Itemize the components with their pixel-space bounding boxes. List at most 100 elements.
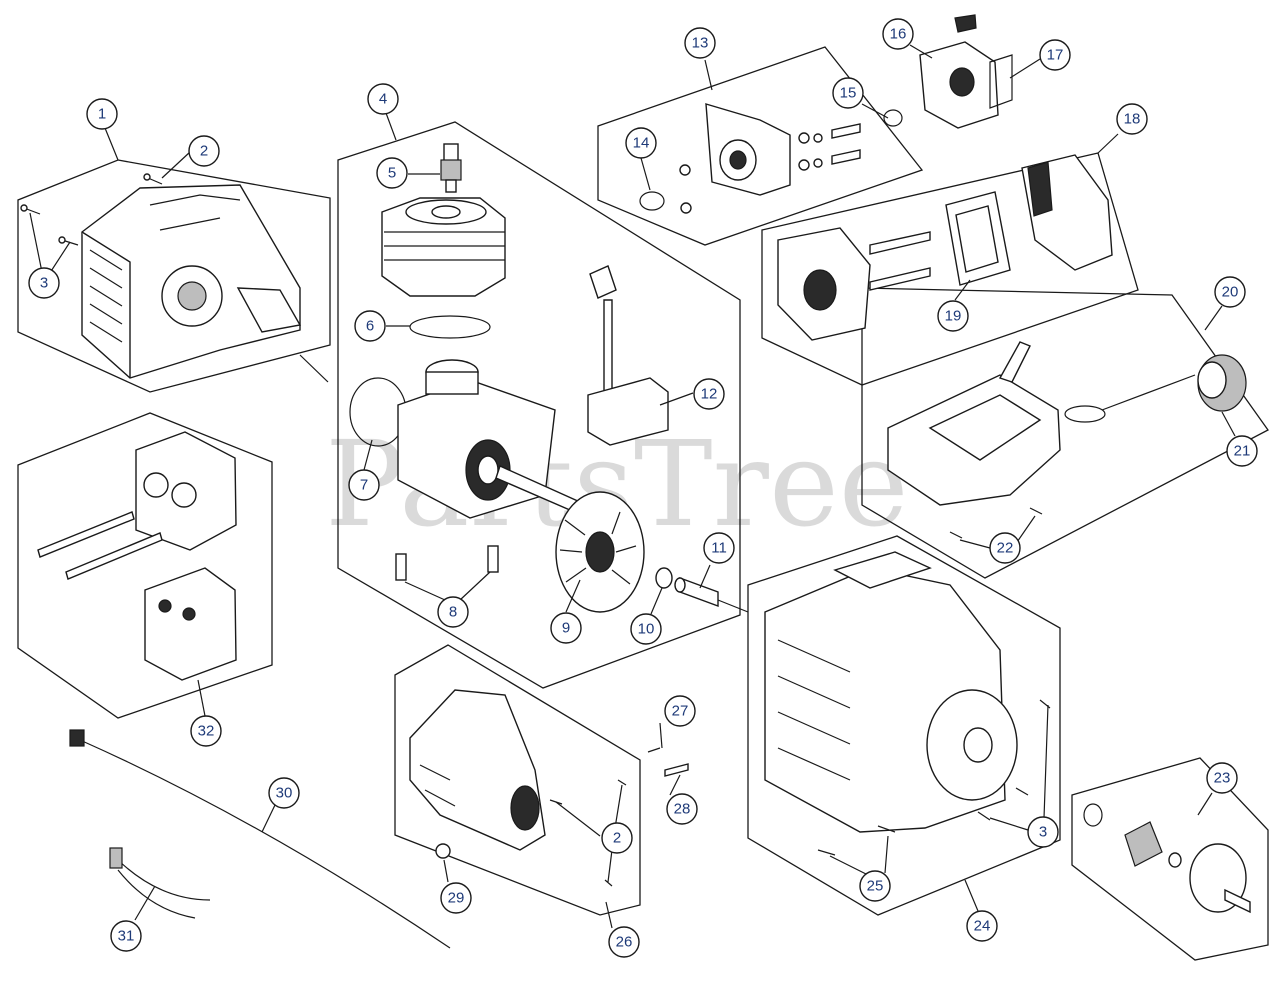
svg-text:20: 20 [1222,284,1239,301]
panel-starter [747,535,1061,916]
svg-text:15: 15 [840,85,857,102]
ignition-module [587,265,669,446]
washer [655,567,673,589]
callout-1: 1 [86,98,118,130]
svg-text:21: 21 [1234,443,1251,460]
panel-fuel-tank [861,287,1269,579]
wire-harness [109,847,211,919]
svg-text:23: 23 [1214,770,1231,787]
spark-plug [440,143,462,193]
flywheel [555,491,645,613]
svg-text:31: 31 [118,928,135,945]
cylinder [381,197,506,297]
callout-25: 25 [859,870,891,902]
callout-10: 10 [630,613,662,645]
throttle-cable [69,729,451,949]
callout-6: 6 [354,310,386,342]
svg-text:26: 26 [616,934,633,951]
callout-13: 13 [684,27,716,59]
cylinder-gasket [409,315,491,339]
callout-7: 7 [348,469,380,501]
callout-12: 12 [693,378,725,410]
air-filter-bolts [869,231,931,291]
leader-lines [29,44,1236,929]
callout-15: 15 [832,77,864,109]
fuel-cap-tether [1101,374,1196,411]
svg-text:2: 2 [200,143,208,160]
callout-20: 20 [1214,276,1246,308]
svg-text:10: 10 [638,621,655,638]
callout-19: 19 [937,300,969,332]
callout-21: 21 [1226,435,1258,467]
svg-text:2: 2 [613,830,621,847]
svg-text:30: 30 [276,785,293,802]
fuel-cap-gasket [1064,405,1106,423]
air-filter-element [945,191,1011,286]
clutch-assembly [1083,803,1251,914]
carburetor [919,14,999,129]
svg-text:11: 11 [711,540,727,557]
callout-16: 16 [882,18,914,50]
bolts-engine [395,545,499,581]
svg-text:3: 3 [40,275,48,292]
svg-text:14: 14 [633,135,650,152]
air-filter-cover [1021,154,1113,271]
svg-text:27: 27 [672,703,689,720]
shaft-line [717,599,749,613]
panel-intake [597,46,924,246]
screws-shroud [20,173,163,246]
callout-9: 9 [550,612,582,644]
panel-shroud [17,159,331,393]
air-filter-base [777,227,871,341]
tank-screws [949,507,1043,539]
svg-text:4: 4 [379,91,387,108]
muffler-body [144,567,237,681]
svg-text:25: 25 [867,878,884,895]
callout-18: 18 [1116,103,1148,135]
callout-3-right: 3 [1027,816,1059,848]
svg-text:16: 16 [890,26,907,43]
panel-fan-housing [394,644,641,916]
svg-text:24: 24 [974,918,991,935]
svg-text:32: 32 [198,723,215,740]
svg-text:18: 18 [1124,111,1141,128]
svg-text:17: 17 [1047,47,1064,64]
intake-hardware [639,109,903,214]
callout-11: 11 [703,532,735,564]
callout-31: 31 [110,920,142,952]
svg-text:19: 19 [945,308,962,325]
intake-manifold [705,103,791,196]
callout-5: 5 [376,157,408,189]
muffler-bolts [37,511,163,580]
svg-text:8: 8 [449,604,457,621]
muffler-heat-shield [135,431,237,551]
fuel-cap [1197,354,1247,412]
callout-4: 4 [367,83,399,115]
callout-32: 32 [190,715,222,747]
svg-text:7: 7 [360,477,368,494]
svg-text:28: 28 [674,801,691,818]
panel-clutch [1071,757,1269,961]
svg-text:5: 5 [388,165,396,182]
svg-text:29: 29 [448,890,465,907]
svg-text:9: 9 [562,620,570,637]
fuel-tank [887,341,1061,506]
panel-muffler [17,412,273,719]
callout-2-bottom: 2 [601,822,633,854]
callout-22: 22 [989,532,1021,564]
spacer [674,576,719,608]
svg-text:1: 1 [98,106,106,123]
callout-26: 26 [608,926,640,958]
svg-text:3: 3 [1039,824,1047,841]
callout-23: 23 [1206,762,1238,794]
callout-17: 17 [1039,39,1071,71]
callout-28: 28 [666,793,698,825]
recoil-starter [764,551,1018,833]
callout-24: 24 [966,910,998,942]
callout-29: 29 [440,882,472,914]
callout-30: 30 [268,777,300,809]
svg-text:22: 22 [997,540,1014,557]
callout-2-top: 2 [188,135,220,167]
svg-text:13: 13 [692,35,709,52]
